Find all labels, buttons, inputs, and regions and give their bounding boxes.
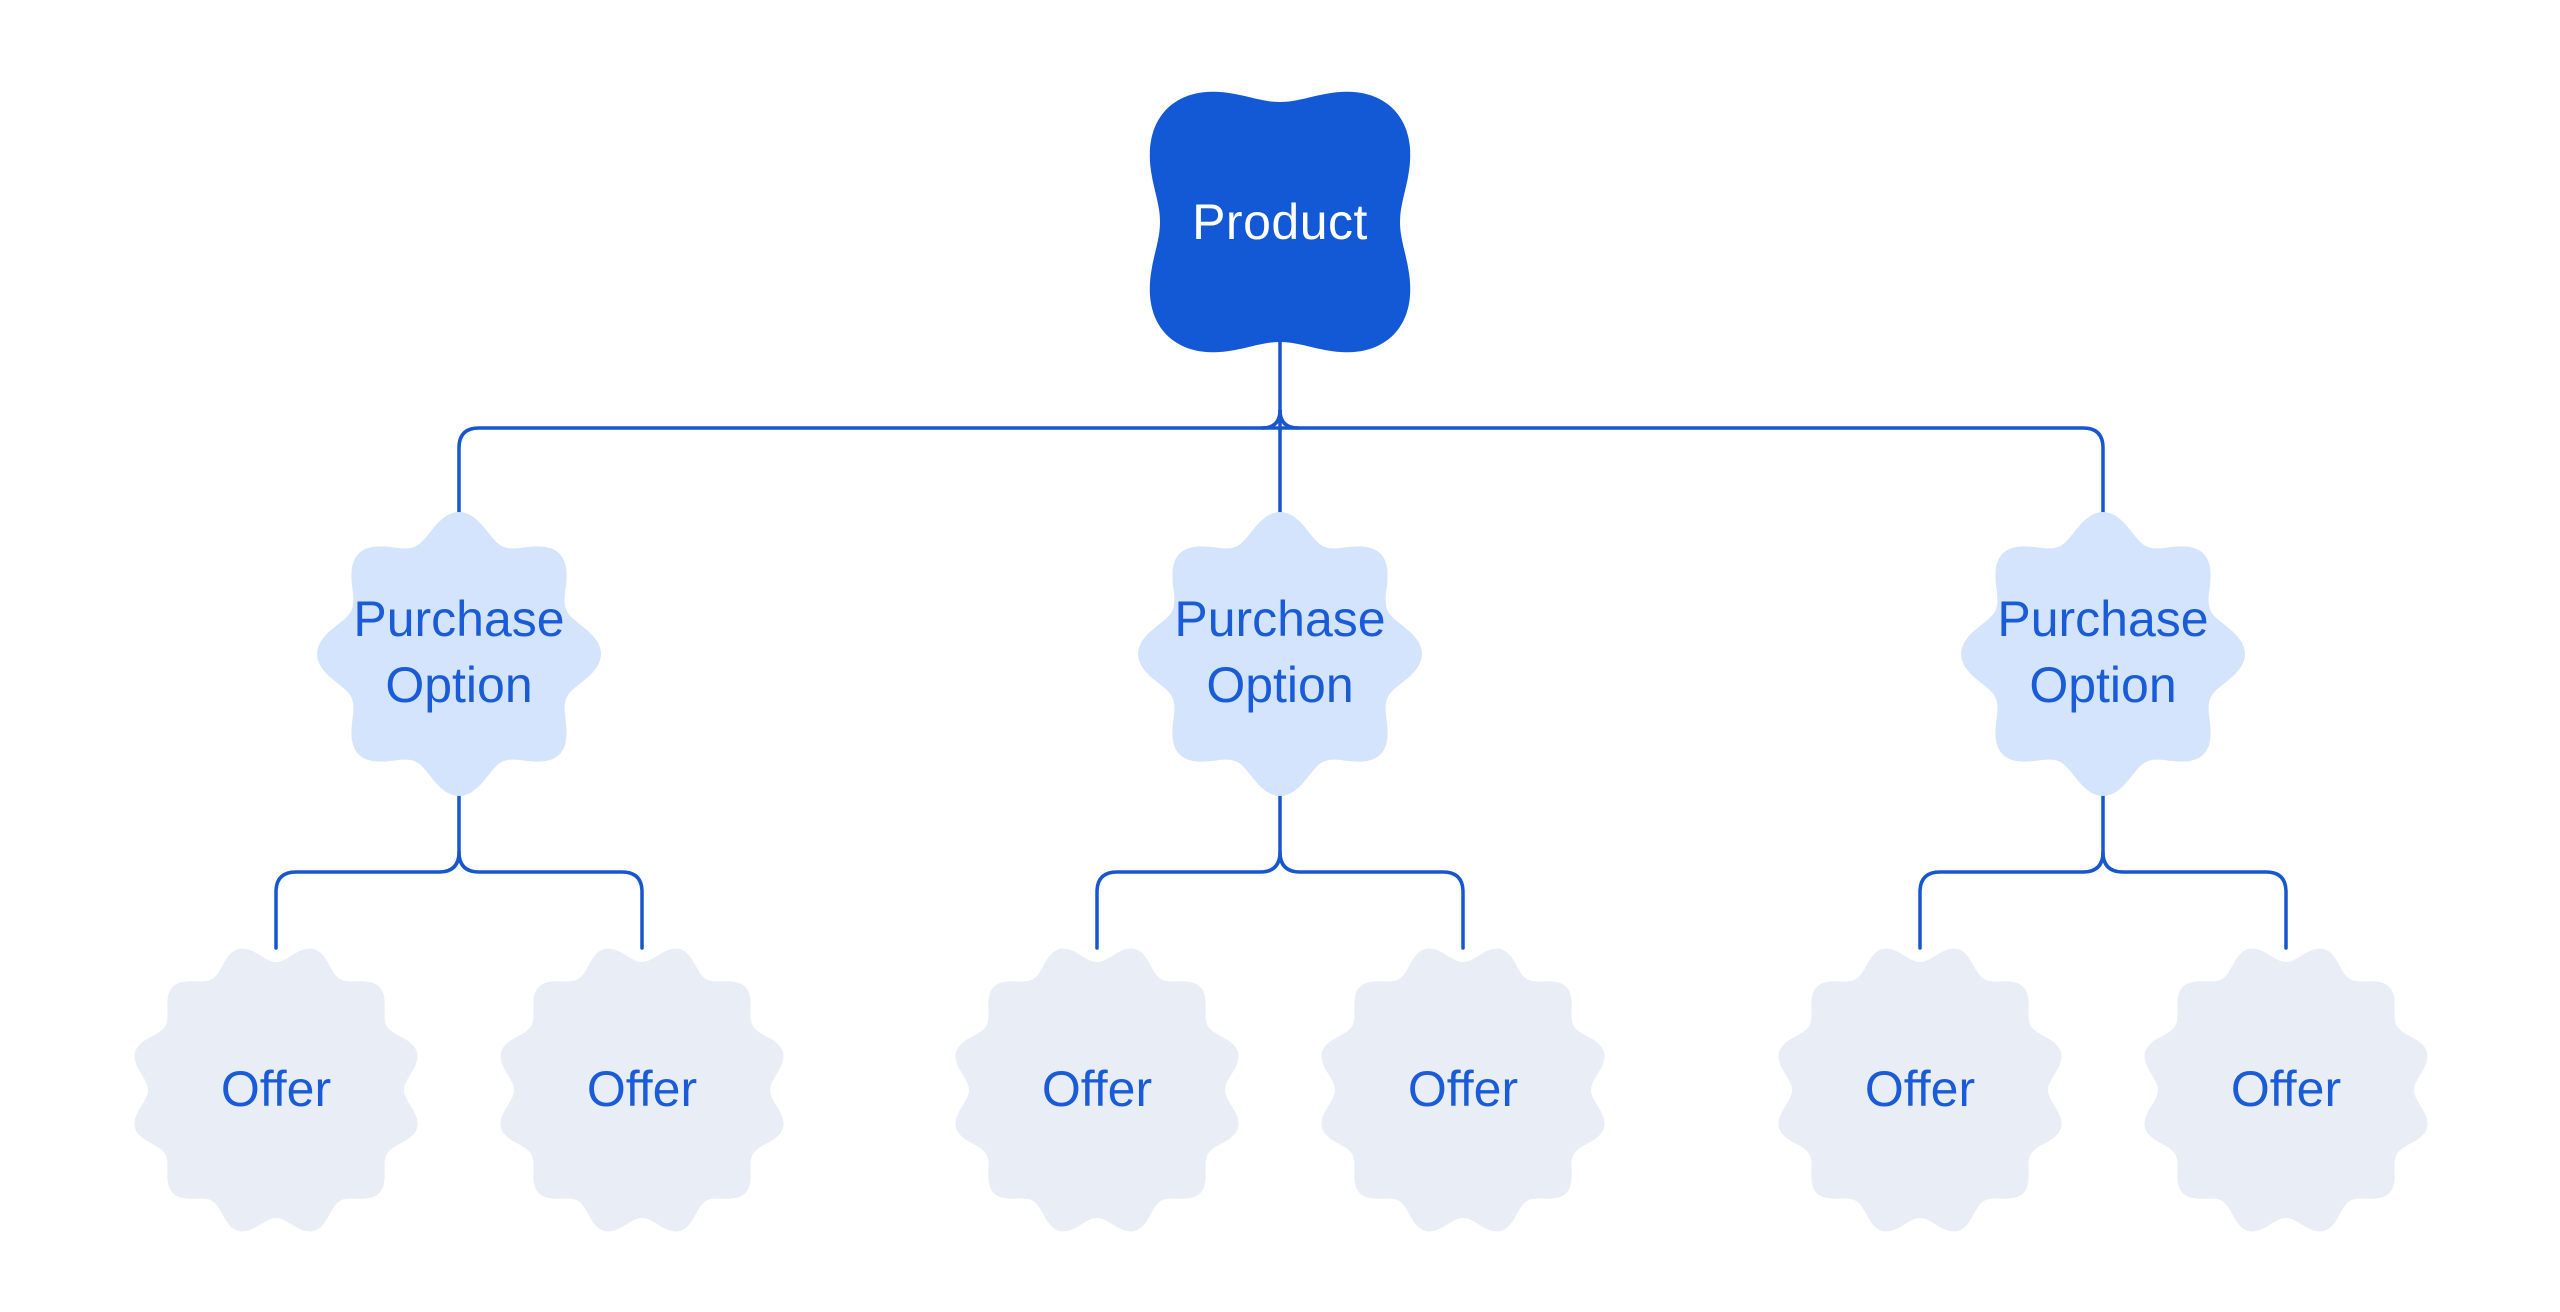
offer-node-shape	[955, 948, 1239, 1232]
connector-level2	[274, 788, 461, 950]
connector-level2	[457, 850, 644, 950]
offer-node-shape	[1778, 948, 2062, 1232]
product-node-shape	[1149, 91, 1411, 353]
connector-level2	[2101, 850, 2288, 950]
connector-level1-fillet	[1278, 408, 1300, 430]
purchase-option-node-shape	[1961, 512, 2245, 796]
offer-node-shape	[500, 948, 784, 1232]
purchase-option-node-shape	[317, 512, 601, 796]
offer-node-shape	[134, 948, 418, 1232]
offer-node-shape	[2144, 948, 2428, 1232]
connector-level1-fillet	[1260, 408, 1282, 430]
connector-level2	[1278, 850, 1465, 950]
purchase-option-node-shape	[1138, 512, 1422, 796]
offer-node-shape	[1321, 948, 1605, 1232]
connector-level2	[1095, 788, 1282, 950]
connector-level2	[1918, 788, 2105, 950]
